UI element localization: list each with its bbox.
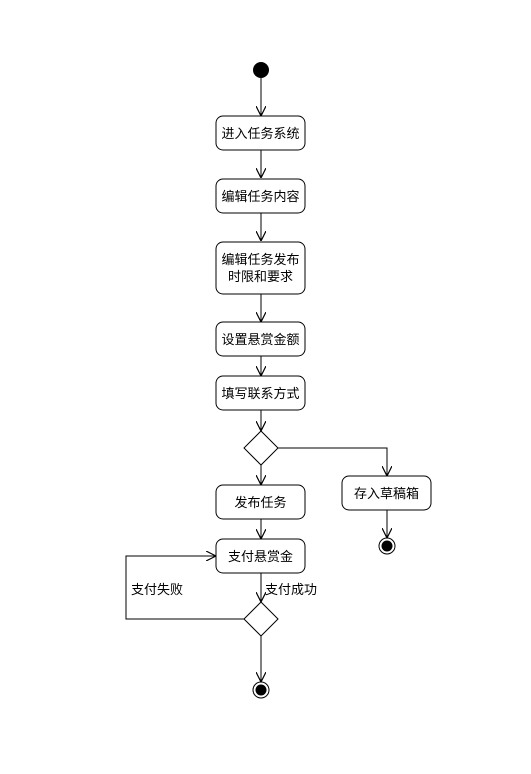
final-node-main [252,681,270,699]
activity-label: 填写联系方式 [221,386,299,402]
activity-label: 发布任务 [234,495,286,511]
activity-enter-system: 进入任务系统 [215,115,306,151]
activity-label: 存入草稿箱 [354,486,419,502]
initial-node [253,62,269,78]
activity-label: 支付悬赏金 [228,549,293,565]
activity-pay-reward: 支付悬赏金 [215,538,306,574]
activity-save-draft: 存入草稿箱 [341,475,432,511]
activity-set-reward: 设置悬赏金额 [215,321,306,357]
edge-label-pay-success: 支付成功 [265,583,317,598]
edges [125,78,387,682]
activity-label: 编辑任务内容 [221,189,299,205]
edge-decision-to-draft [278,447,387,476]
activity-fill-contact: 填写联系方式 [215,375,306,411]
activity-label-line2: 时限和要求 [228,270,293,285]
decision-node-payment [243,601,279,637]
activity-edit-deadline: 编辑任务发布 时限和要求 [215,241,306,295]
decision-node-publish [243,430,279,466]
edge-label-pay-fail: 支付失败 [131,583,183,598]
activity-label-line1: 编辑任务发布 [221,252,299,268]
edge-pay-fail-loop [125,556,244,620]
final-node-draft [378,537,396,555]
activity-edit-content: 编辑任务内容 [215,178,306,214]
activity-publish: 发布任务 [215,484,306,520]
activity-label: 进入任务系统 [221,126,299,142]
activity-label: 设置悬赏金额 [221,332,299,348]
